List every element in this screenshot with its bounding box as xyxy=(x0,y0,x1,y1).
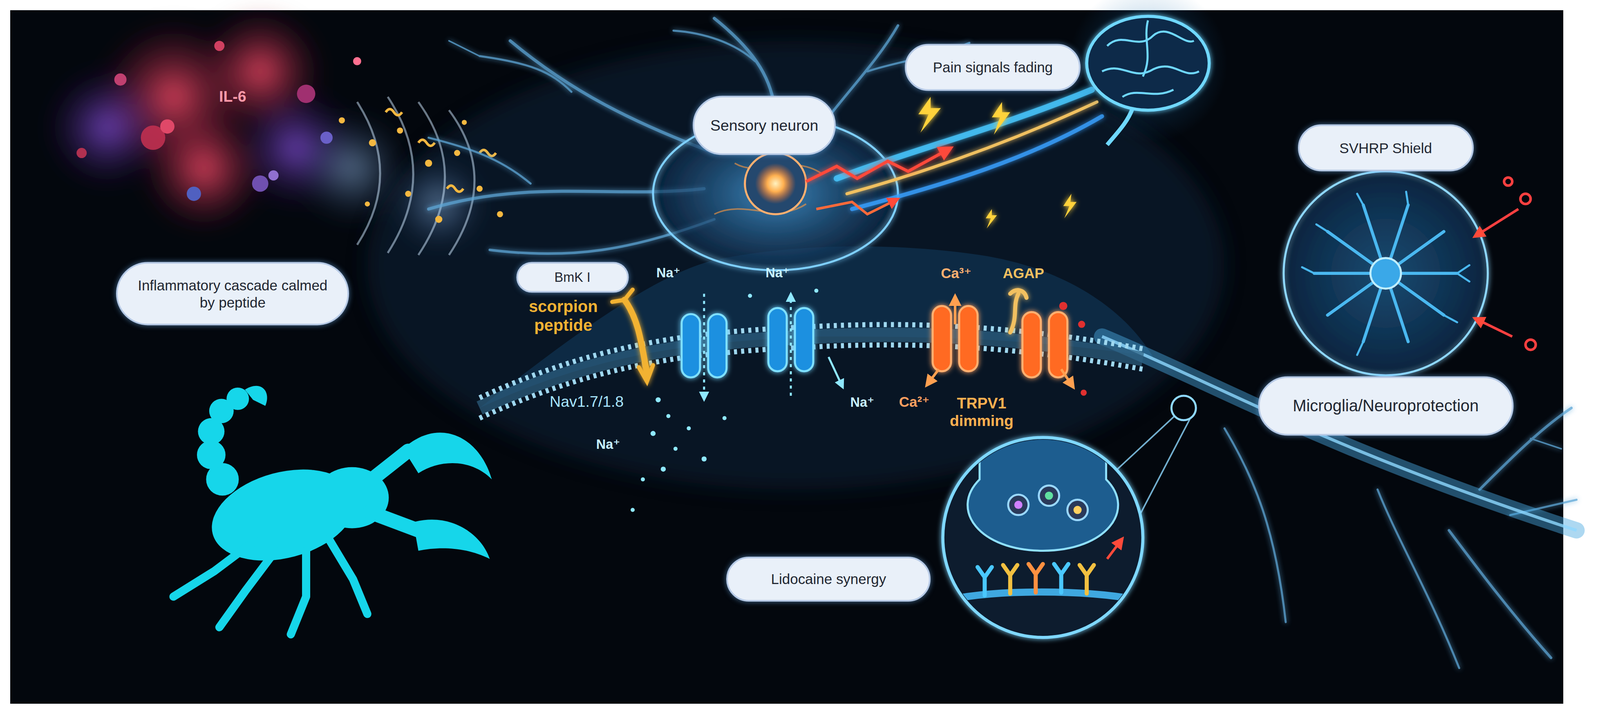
axon xyxy=(1102,336,1577,531)
lightning-bolts xyxy=(918,96,1077,229)
figure-label: AGAP xyxy=(1002,265,1045,282)
callout-text: Inflammatory cascade calmed by peptide xyxy=(132,276,334,312)
callout-pill: Pain signals fading xyxy=(904,43,1081,91)
callout-text: Sensory neuron xyxy=(710,116,819,135)
sodium-flux xyxy=(704,293,844,401)
figure-label: Na⁺ xyxy=(850,395,875,411)
callout-text: Microglia/Neuroprotection xyxy=(1292,396,1479,417)
figure-label: Nav1.7/1.8 xyxy=(549,393,624,411)
pain-arrow xyxy=(805,147,952,182)
figure-label: scorpion peptide xyxy=(512,297,615,336)
sodium-ions xyxy=(630,288,819,513)
callout-pill: Inflammatory cascade calmed by peptide xyxy=(116,262,350,326)
figure-label: Na⁺ xyxy=(765,265,790,281)
callout-text: Pain signals fading xyxy=(933,58,1053,77)
cytokine-particles xyxy=(76,40,362,202)
figure-label: IL-6 xyxy=(219,88,247,106)
figure-label: Na⁺ xyxy=(596,437,621,453)
sodium-channels xyxy=(681,308,814,378)
nerve-fibres xyxy=(836,89,1102,210)
scorpion-silhouette xyxy=(173,386,492,636)
scorpion-peptide-ligand xyxy=(612,289,654,382)
agap-ligand xyxy=(1010,290,1027,333)
callout-pill: Lidocaine synergy xyxy=(726,557,931,602)
figure-label: TRPV1 dimming xyxy=(944,394,1019,430)
pain-arrow xyxy=(816,199,898,215)
microglia-shield xyxy=(1283,171,1536,376)
brain xyxy=(1068,0,1228,146)
synapse-inset xyxy=(942,396,1196,638)
callout-text: Lidocaine synergy xyxy=(771,570,887,589)
callout-text: SVHRP Shield xyxy=(1339,139,1433,157)
figure-label: Ca³⁺ xyxy=(940,265,972,282)
calcium-flux xyxy=(926,295,1074,388)
callout-text: BmK I xyxy=(554,269,591,286)
callout-pill: BmK I xyxy=(516,262,629,294)
callout-pill: SVHRP Shield xyxy=(1297,124,1474,172)
peptide-particles xyxy=(338,109,504,223)
axon-core xyxy=(1102,336,1577,531)
figure-label: Na⁺ xyxy=(656,265,681,281)
trpv1-channels xyxy=(932,306,1068,378)
callout-pill: Sensory neuron xyxy=(692,96,836,156)
inflammation-cloud xyxy=(45,8,485,251)
figure-label: Ca²⁺ xyxy=(899,393,930,411)
signal-waves xyxy=(357,96,475,256)
callout-pill: Microglia/Neuroprotection xyxy=(1257,376,1514,436)
calcium-ions xyxy=(1059,302,1087,397)
cell-cytoplasm xyxy=(479,246,1154,409)
dendrites xyxy=(428,18,1577,669)
